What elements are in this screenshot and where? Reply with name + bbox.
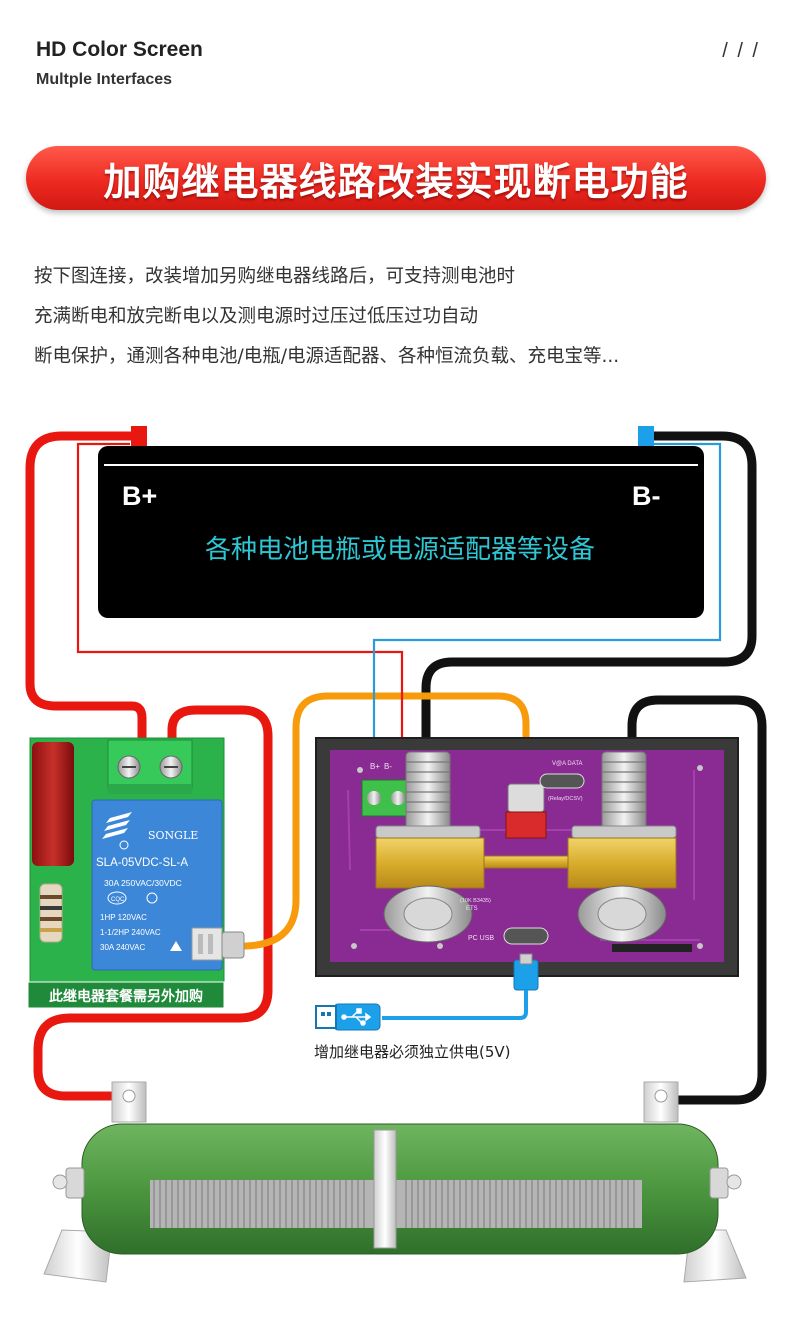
resistor-coil [153, 1180, 635, 1228]
meter-pcb [315, 737, 739, 977]
battery-minus-terminal [638, 426, 654, 446]
relay-hp-2: 1-1/2HP 240VAC [100, 928, 161, 937]
header-title: HD Color Screen [36, 38, 203, 61]
usb-trident-icon [341, 1008, 372, 1026]
top-usb-c-port [539, 773, 585, 789]
pcb-silk-b-minus: B- [384, 762, 392, 771]
pcb-silk-data: V@A DATA [552, 761, 583, 767]
cqc-mark-icon [107, 891, 127, 905]
shunt-bar [483, 855, 569, 869]
resistor-center-clamp [373, 1129, 397, 1249]
pcb-silk-ets: ETS [466, 906, 478, 912]
relay-model: SLA-05VDC-SL-A [96, 857, 188, 869]
usb-cable [315, 953, 539, 1031]
songle-logo-icon [102, 812, 132, 850]
description-line-1: 按下图连接，改装增加另购继电器线路后，可支持测电池时 [34, 266, 516, 287]
header-decoration: / / / [722, 40, 760, 62]
relay-cert: CQC [111, 897, 125, 903]
battery-block [98, 446, 704, 618]
pcb-silk-ntc: (10K B3435) [460, 898, 491, 904]
description-line-2: 充满断电和放完断电以及测电源时过压过低压过功自动 [34, 306, 479, 327]
meter-pcb-silkscreen: B+ B- V@A DATA (Relay/DCSV) ETS PC USB (… [370, 761, 583, 942]
orange-wire-relay-signal [242, 692, 530, 950]
battery-plus-terminal [131, 426, 147, 446]
relay-signal-connector [191, 927, 223, 961]
ul-mark-icon [146, 892, 158, 904]
feature-banner: 加购继电器线路改装实现断电功能 [26, 146, 766, 210]
pc-usb-port [503, 927, 549, 945]
battery-minus-label: B- [632, 481, 661, 511]
header-subtitle: Multple Interfaces [36, 71, 173, 88]
meter-left-post [375, 751, 485, 943]
pcb-silk-relay: (Relay/DCSV) [548, 796, 583, 802]
small-resistor [39, 883, 63, 943]
relay-rating-1: 30A 250VAC/30VDC [104, 878, 182, 888]
red-wire-relay-loop [33, 705, 273, 1101]
wiring-diagram: B+ B- 各种电池电瓶或电源适配器等设备 [25, 426, 767, 1283]
capacitor [32, 742, 74, 866]
black-wire-battery-to-meter [421, 431, 757, 765]
red-wire-battery-to-relay [25, 431, 147, 745]
battery-caption: 各种电池电瓶或电源适配器等设备 [205, 535, 595, 565]
thin-red-sense-wire [76, 442, 404, 778]
meter-signal-connector [505, 811, 547, 839]
description-line-3: 断电保护，通测各种电池/电瓶/电源适配器、各种恒流负载、充电宝等... [34, 346, 620, 367]
relay-note: 此继电器套餐需另外加购 [49, 988, 203, 1005]
relay-rating-2: 30A 240VAC [100, 943, 145, 952]
black-wire-meter-to-resistor [627, 695, 767, 1105]
pcb-silk-pc-usb: PC USB [468, 935, 494, 942]
thick-wires [25, 431, 767, 1105]
battery-plus-label: B+ [122, 481, 157, 511]
triangle-mark-icon [170, 941, 182, 951]
usb-note: 增加继电器必须独立供电(5V) [314, 1043, 511, 1061]
thin-blue-sense-wire [372, 442, 722, 778]
pcb-silk-b-plus: B+ [370, 762, 380, 771]
meter-right-post [567, 751, 677, 943]
banner-text: 加购继电器线路改装实现断电功能 [103, 159, 689, 204]
relay-screw-terminal [107, 739, 193, 794]
relay-hp-1: 1HP 120VAC [100, 913, 147, 922]
load-resistor [43, 1081, 747, 1283]
relay-module [27, 737, 245, 1009]
relay-body [91, 799, 223, 971]
relay-brand: SONGLE [148, 829, 198, 842]
relay-note-strip [27, 981, 225, 1009]
sense-wires [76, 442, 722, 778]
